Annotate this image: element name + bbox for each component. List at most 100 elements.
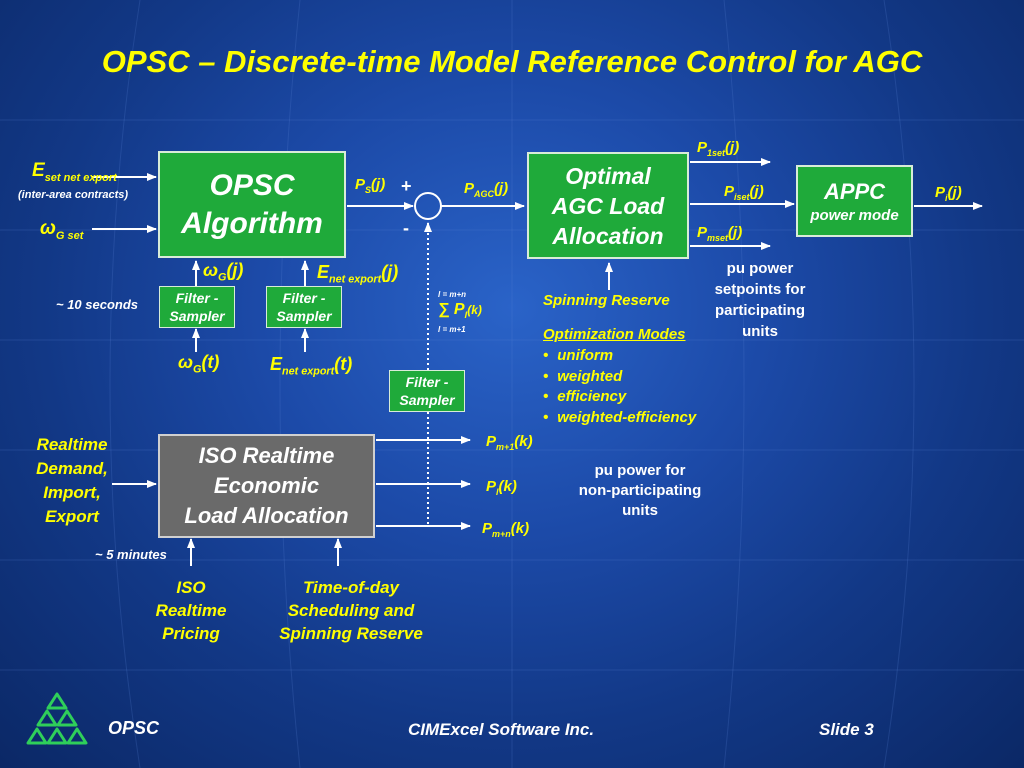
appc-title: APPC (823, 178, 886, 204)
demand-line: Realtime (36, 435, 108, 454)
label-iso-pricing: ISO Realtime Pricing (141, 576, 241, 645)
iso-realtime-block: ISO Realtime Economic Load Allocation (158, 434, 375, 538)
demand-line: Import, (43, 483, 101, 502)
sym-arg: (j) (728, 224, 743, 241)
optimal-agc-block: Optimal AGC Load Allocation (527, 152, 689, 259)
appc-block: APPC power mode (796, 165, 913, 237)
iso-block-line: Load Allocation (184, 503, 349, 528)
optimization-modes-heading: Optimization Modes (543, 326, 686, 343)
iso-block-line: ISO Realtime (198, 443, 335, 468)
opsc-algorithm-block: OPSC Algorithm (158, 151, 346, 258)
label-p1set: P1set(j) (697, 139, 739, 158)
sym: P (482, 520, 493, 537)
e-main: E (32, 160, 45, 181)
sym-sub: net export (282, 365, 335, 378)
filter-line: Sampler (169, 308, 225, 324)
label-realtime-demand: Realtime Demand, Import, Export (22, 433, 122, 529)
label-ten-seconds: ~ 10 seconds (56, 297, 139, 312)
note-line: units (742, 323, 778, 340)
label-sum-top: l = m+n (438, 290, 467, 299)
summing-junction (414, 192, 442, 220)
optimal-block-line: Optimal (565, 162, 651, 189)
sym-arg: (t) (334, 354, 353, 374)
sym: ω (203, 260, 219, 280)
filter-sampler-enet: Filter - Sampler (266, 286, 342, 328)
note-pu-nonparticipating: pu power for non-participating units (555, 461, 725, 521)
optimal-block-line: AGC Load (551, 192, 665, 219)
note-line: pu power for (594, 462, 686, 479)
tod-line: Scheduling and (287, 601, 415, 620)
demand-line: Demand, (36, 459, 108, 478)
sym-arg: (k) (514, 433, 533, 450)
sym: P (935, 184, 946, 201)
note-line: participating (714, 302, 805, 319)
label-omega-g-set: ωG set (40, 218, 83, 242)
sym: P (697, 139, 708, 156)
sum-symbol: ∑ (438, 301, 450, 318)
filter-line: Sampler (399, 392, 455, 408)
sym-arg: (j) (749, 183, 764, 200)
sym-sub: i (945, 193, 948, 203)
sym-arg: (j) (725, 139, 740, 156)
filter-line: Filter - (175, 290, 219, 306)
label-inter-area: (inter-area contracts) (18, 189, 129, 201)
filter-line: Sampler (276, 308, 332, 324)
label-pmset: Pmset(j) (697, 224, 742, 243)
opsc-block-line: Algorithm (181, 206, 323, 240)
note-line: pu power (726, 260, 794, 277)
sym: P (486, 478, 497, 495)
sym: P (697, 224, 708, 241)
label-enet-j: Enet export(j) (317, 262, 398, 286)
label-omega-g-t: ωG(t) (178, 352, 219, 376)
sym-arg: (k) (467, 303, 482, 317)
tod-line: Time-of-day (302, 578, 400, 597)
label-time-of-day: Time-of-day Scheduling and Spinning Rese… (256, 576, 446, 645)
note-line: units (622, 502, 658, 519)
sym: E (270, 354, 283, 374)
label-spinning-reserve: Spinning Reserve (543, 292, 670, 309)
label-sum: ∑ Pl(k) (438, 301, 482, 321)
sym-arg: (j) (947, 184, 962, 201)
note-line: non-participating (578, 482, 702, 499)
filter-line: Filter - (282, 290, 326, 306)
e-sub: set net export (44, 171, 117, 184)
sym: P (724, 183, 735, 200)
sym-sub: G (193, 363, 202, 376)
note-line: setpoints for (714, 281, 806, 298)
sym: ω (178, 352, 194, 372)
sym-sub: G (218, 271, 227, 284)
footer-right: Slide 3 (819, 720, 874, 739)
filter-sampler-omega: Filter - Sampler (159, 286, 235, 328)
demand-line: Export (45, 507, 99, 526)
label-omega-g-j: ωG(j) (203, 260, 243, 284)
pricing-line: ISO (176, 578, 206, 597)
sym-sub: 1set (707, 148, 726, 158)
label-minus: - (403, 218, 409, 238)
pricing-line: Realtime (155, 601, 227, 620)
tod-line: Spinning Reserve (279, 624, 423, 643)
sym-arg: (j) (381, 262, 399, 282)
appc-subtitle: power mode (810, 206, 899, 224)
label-pmn: Pm+n(k) (482, 520, 529, 539)
omega-main: ω (40, 218, 56, 239)
sym-sub: net export (329, 273, 382, 286)
sym-arg: (j) (371, 176, 386, 193)
label-ps: PS(j) (355, 176, 385, 195)
filter-sampler-pl: Filter - Sampler (389, 370, 465, 412)
triangle-logo-icon (26, 692, 88, 745)
sym-sub: m+n (492, 529, 511, 539)
opsc-block-line: OPSC (209, 168, 295, 202)
sym: P (486, 433, 497, 450)
label-enet-t: Enet export(t) (270, 354, 352, 378)
mode-item: efficiency (543, 387, 696, 408)
sym-sub: m+1 (496, 442, 515, 452)
omega-sub: G set (55, 229, 84, 242)
sym-sub: S (365, 185, 372, 195)
sym-arg: (j) (494, 180, 509, 197)
label-five-minutes: ~ 5 minutes (95, 547, 167, 562)
mode-item: weighted (543, 367, 696, 388)
label-e-set-net-export: Eset net export (32, 160, 117, 184)
filter-line: Filter - (405, 374, 449, 390)
